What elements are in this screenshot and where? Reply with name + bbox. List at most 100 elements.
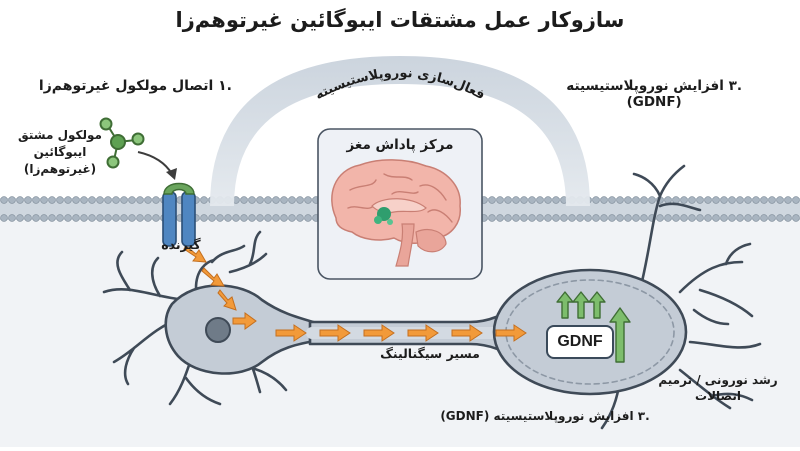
membrane-bead bbox=[768, 196, 776, 204]
membrane-bead bbox=[200, 196, 208, 204]
membrane-bead bbox=[304, 214, 312, 222]
membrane-bead bbox=[8, 214, 16, 222]
receptor-icon bbox=[162, 182, 196, 247]
molecule-icon bbox=[99, 117, 145, 169]
membrane-bead bbox=[584, 214, 592, 222]
membrane-bead bbox=[640, 196, 648, 204]
membrane-bead bbox=[672, 214, 680, 222]
membrane-bead bbox=[776, 214, 784, 222]
membrane-bead bbox=[768, 214, 776, 222]
brain-icon bbox=[331, 159, 461, 267]
membrane-bead bbox=[696, 196, 704, 204]
membrane-bead bbox=[784, 214, 792, 222]
membrane-bead bbox=[544, 214, 552, 222]
membrane-bead bbox=[224, 214, 232, 222]
membrane-bead bbox=[264, 196, 272, 204]
membrane-bead bbox=[32, 196, 40, 204]
membrane-bead bbox=[536, 196, 544, 204]
membrane-bead bbox=[112, 214, 120, 222]
membrane-bead bbox=[624, 196, 632, 204]
membrane-bead bbox=[16, 214, 24, 222]
membrane-bead bbox=[696, 214, 704, 222]
membrane-bead bbox=[704, 196, 712, 204]
membrane-bead bbox=[272, 196, 280, 204]
membrane-bead bbox=[56, 214, 64, 222]
growth-label: رشد نورونی / ترمیم اتصالات bbox=[658, 373, 778, 403]
membrane-bead bbox=[640, 214, 648, 222]
membrane-bead bbox=[600, 196, 608, 204]
membrane-bead bbox=[536, 214, 544, 222]
membrane-bead bbox=[776, 196, 784, 204]
membrane-bead bbox=[720, 196, 728, 204]
membrane-bead bbox=[744, 196, 752, 204]
membrane-bead bbox=[216, 214, 224, 222]
membrane-bead bbox=[624, 214, 632, 222]
membrane-bead bbox=[488, 214, 496, 222]
membrane-bead bbox=[752, 214, 760, 222]
receptor-label: گیرنده bbox=[161, 237, 201, 252]
membrane-bead bbox=[504, 196, 512, 204]
diagram-title: سازوکار عمل مشتقات ایبوگائین غیرتوهم‌زا bbox=[175, 8, 625, 32]
membrane-bead bbox=[680, 214, 688, 222]
step3-top-line2: (GDNF) bbox=[626, 94, 682, 110]
nucleus bbox=[205, 317, 231, 343]
membrane-bead bbox=[24, 214, 32, 222]
membrane-bead bbox=[248, 196, 256, 204]
membrane-bead bbox=[528, 214, 536, 222]
membrane-bead bbox=[576, 214, 584, 222]
activation-arc bbox=[210, 56, 590, 206]
membrane-bead bbox=[40, 196, 48, 204]
source-neuron bbox=[102, 230, 322, 406]
membrane-bead bbox=[632, 214, 640, 222]
step3-top-label: .۳ افزایش نوروپلاستیسیته (GDNF) bbox=[566, 78, 742, 110]
membrane-bead bbox=[744, 214, 752, 222]
membrane-bead bbox=[280, 214, 288, 222]
reward-center-icon bbox=[374, 207, 393, 225]
membrane-bead bbox=[520, 214, 528, 222]
membrane-bead bbox=[712, 214, 720, 222]
membrane-bead bbox=[32, 214, 40, 222]
membrane-bead bbox=[504, 214, 512, 222]
membrane-bead bbox=[120, 196, 128, 204]
membrane-bead bbox=[664, 196, 672, 204]
membrane-bead bbox=[616, 196, 624, 204]
membrane-bead bbox=[152, 196, 160, 204]
gdnf-increase-arrows bbox=[556, 291, 631, 363]
membrane-bead bbox=[48, 196, 56, 204]
step3-top-line1: .۳ افزایش نوروپلاستیسیته bbox=[566, 78, 742, 94]
membrane-bead bbox=[488, 196, 496, 204]
membrane-bead bbox=[88, 196, 96, 204]
membrane-bead bbox=[72, 214, 80, 222]
membrane-bead bbox=[680, 196, 688, 204]
membrane-bead bbox=[672, 196, 680, 204]
membrane-bead bbox=[208, 214, 216, 222]
membrane-bead bbox=[592, 196, 600, 204]
membrane-bead bbox=[80, 196, 88, 204]
membrane-bead bbox=[704, 214, 712, 222]
membrane-bead bbox=[296, 196, 304, 204]
membrane-bead bbox=[560, 214, 568, 222]
membrane-bead bbox=[96, 214, 104, 222]
membrane-bead bbox=[712, 196, 720, 204]
membrane-bead bbox=[256, 196, 264, 204]
membrane-bead bbox=[272, 214, 280, 222]
membrane-bead bbox=[688, 196, 696, 204]
membrane-bead bbox=[48, 214, 56, 222]
membrane-bead bbox=[304, 196, 312, 204]
membrane-bead bbox=[512, 214, 520, 222]
membrane-bead bbox=[264, 214, 272, 222]
membrane-bead bbox=[136, 196, 144, 204]
membrane-bead bbox=[648, 196, 656, 204]
membrane-bead bbox=[296, 214, 304, 222]
membrane-bead bbox=[496, 214, 504, 222]
membrane-bead bbox=[520, 196, 528, 204]
membrane-bead bbox=[144, 196, 152, 204]
membrane-bead bbox=[232, 214, 240, 222]
membrane-bead bbox=[256, 214, 264, 222]
membrane-bead bbox=[96, 196, 104, 204]
signaling-label: مسیر سیگنالینگ bbox=[380, 346, 480, 361]
membrane-bead bbox=[496, 196, 504, 204]
brain-panel bbox=[317, 128, 483, 280]
